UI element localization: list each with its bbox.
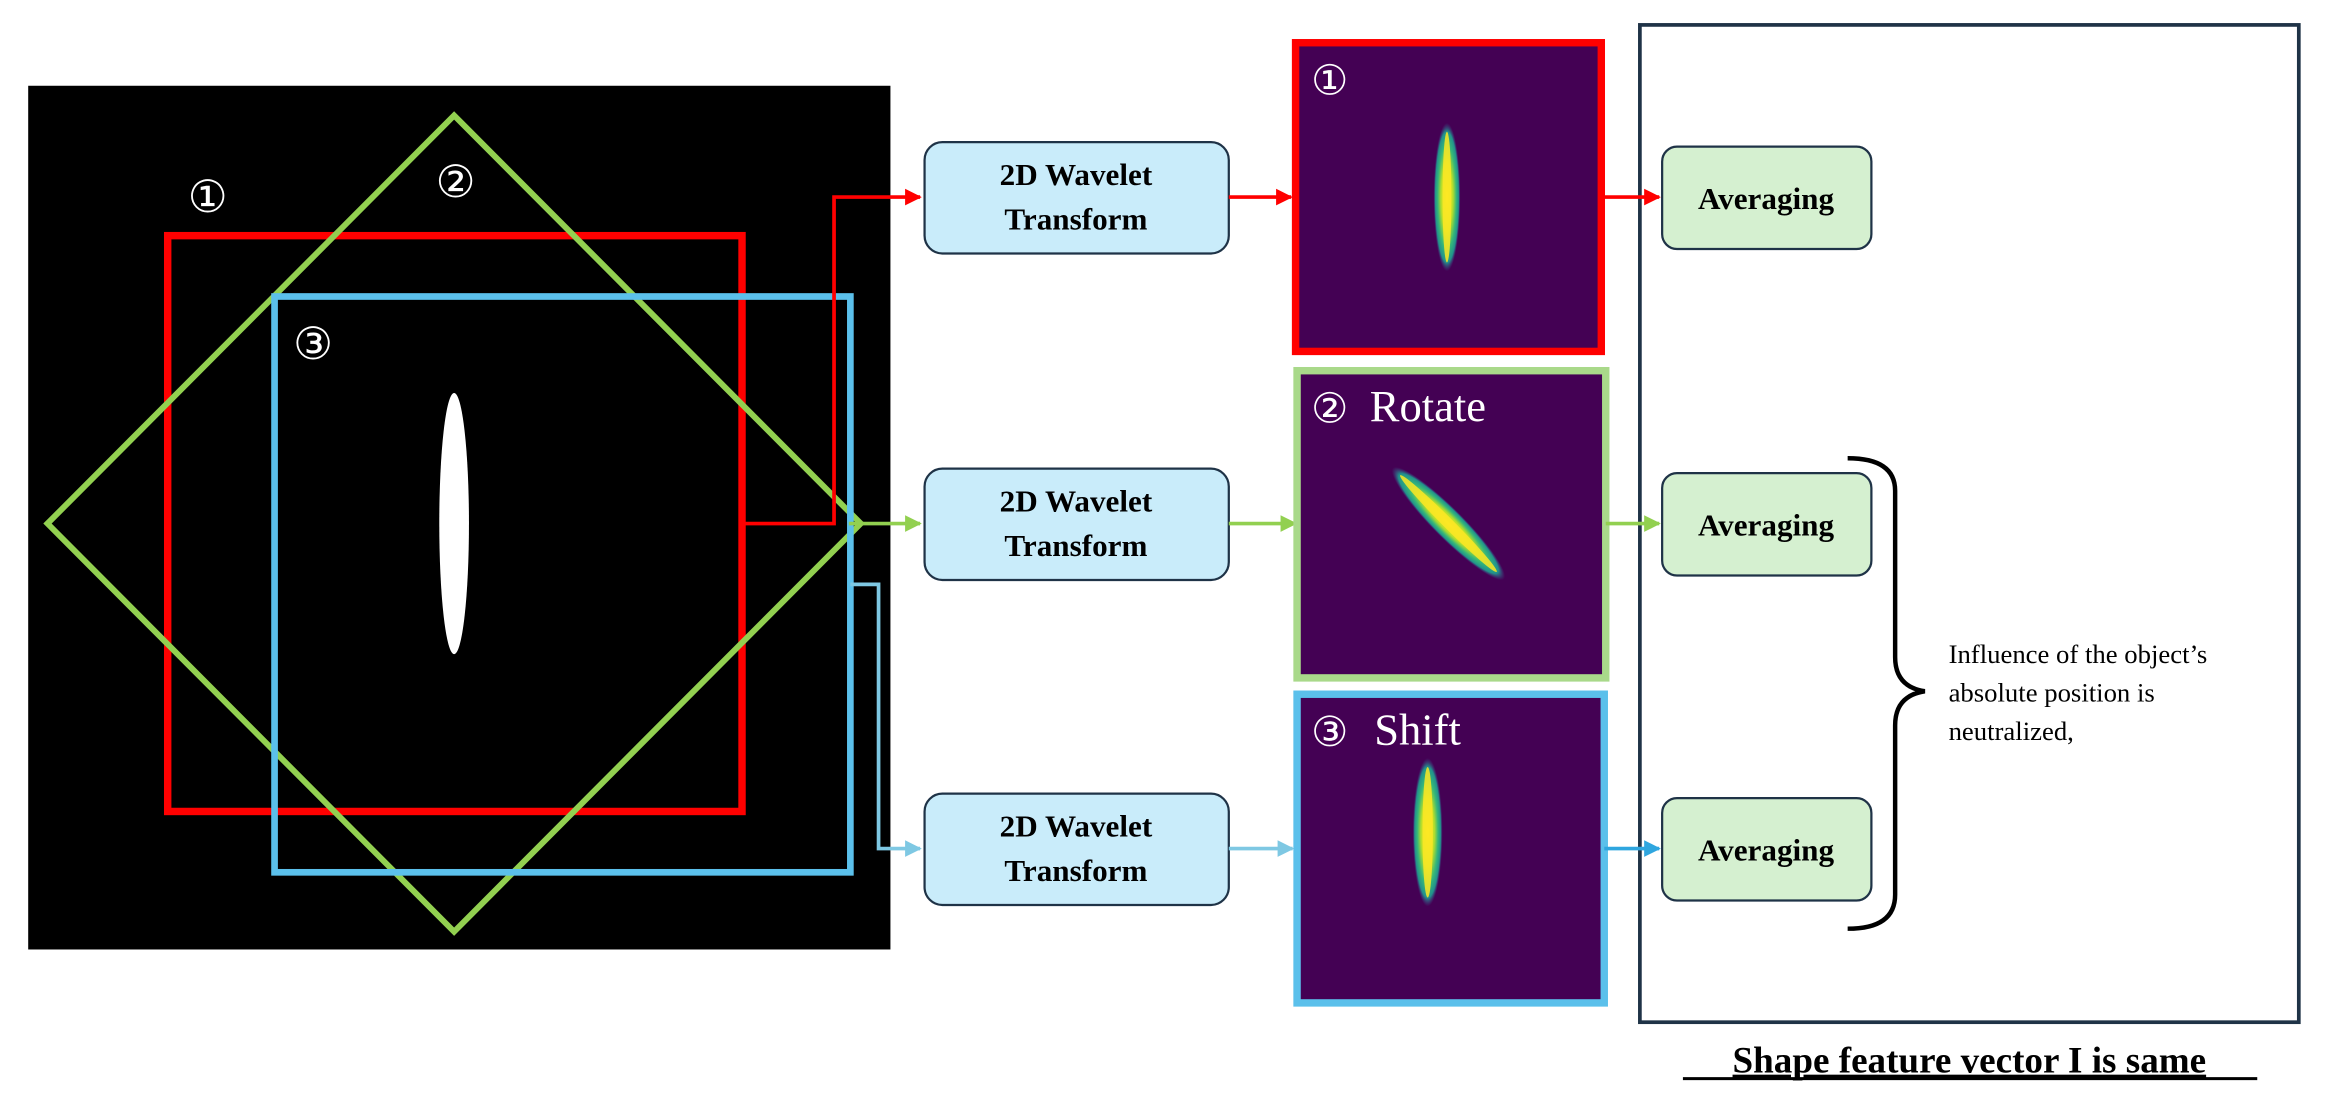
wavelet-response-2-group <box>1391 466 1506 581</box>
panel-marker-1: ① <box>1311 58 1348 104</box>
averaging-label-3: Averaging <box>1698 832 1835 867</box>
connector-blue <box>850 582 922 857</box>
transform-label-2-line2: Transform <box>1004 528 1147 563</box>
wavelet-panel-3-bg <box>1293 690 1608 1007</box>
averaging-box-1-bg <box>1661 145 1873 251</box>
averaging-label-1: Averaging <box>1698 181 1835 216</box>
panel-caption-rotate: Rotate <box>1370 381 1486 431</box>
averaging-box-3: Averaging <box>1661 796 1873 902</box>
averaging-box-2: Averaging <box>1661 471 1873 577</box>
note-line-3: neutralized, <box>1949 716 2074 746</box>
frame-2-rotated <box>43 111 865 936</box>
note-line-1: Influence of the object’s <box>1949 639 2208 669</box>
transform-to-panel-arrows <box>1228 188 1298 857</box>
wavelet-response-3-core <box>1422 766 1433 898</box>
input-connectors <box>742 188 922 857</box>
input-image: ① ② ③ <box>28 85 891 950</box>
transform-label-2-line1: 2D Wavelet <box>1000 484 1153 519</box>
note-line-2: absolute position is <box>1949 678 2155 708</box>
frame-marker-2: ② <box>436 157 476 207</box>
result-caption: Shape feature vector I is same <box>1733 1041 2207 1082</box>
panel-to-averaging-arrows <box>1601 188 1661 857</box>
frame-marker-3: ③ <box>293 319 333 369</box>
averaging-box-2-bg <box>1661 471 1873 577</box>
wavelet-panel-3: ③ Shift <box>1293 690 1608 1007</box>
object-ellipse <box>439 392 469 655</box>
wavelet-panel-1: ① <box>1291 39 1606 356</box>
averaging-label-2: Averaging <box>1698 507 1835 542</box>
grouping-brace <box>1847 456 1926 931</box>
frame-marker-1: ① <box>188 172 228 222</box>
wavelet-response-2-core <box>1400 475 1497 572</box>
transform-box-2: 2D Wavelet Transform <box>923 467 1230 582</box>
transform-label-1-line1: 2D Wavelet <box>1000 157 1153 192</box>
wavelet-panel-2: ② Rotate <box>1293 366 1610 682</box>
averaging-box-1: Averaging <box>1661 145 1873 251</box>
transform-label-1-line2: Transform <box>1004 202 1147 237</box>
panel-caption-shift: Shift <box>1374 705 1461 755</box>
transform-label-3-line2: Transform <box>1004 853 1147 888</box>
transform-box-3: 2D Wavelet Transform <box>923 792 1230 907</box>
connector-red <box>742 188 922 526</box>
note-text: Influence of the object’s absolute posit… <box>1949 639 2208 746</box>
wavelet-response-1-core <box>1442 131 1452 263</box>
panel-marker-2: ② <box>1311 386 1348 432</box>
panel-marker-3: ③ <box>1311 709 1348 755</box>
transform-label-3-line1: 2D Wavelet <box>1000 809 1153 844</box>
averaging-box-3-bg <box>1661 796 1873 902</box>
transform-box-1: 2D Wavelet Transform <box>923 141 1230 255</box>
